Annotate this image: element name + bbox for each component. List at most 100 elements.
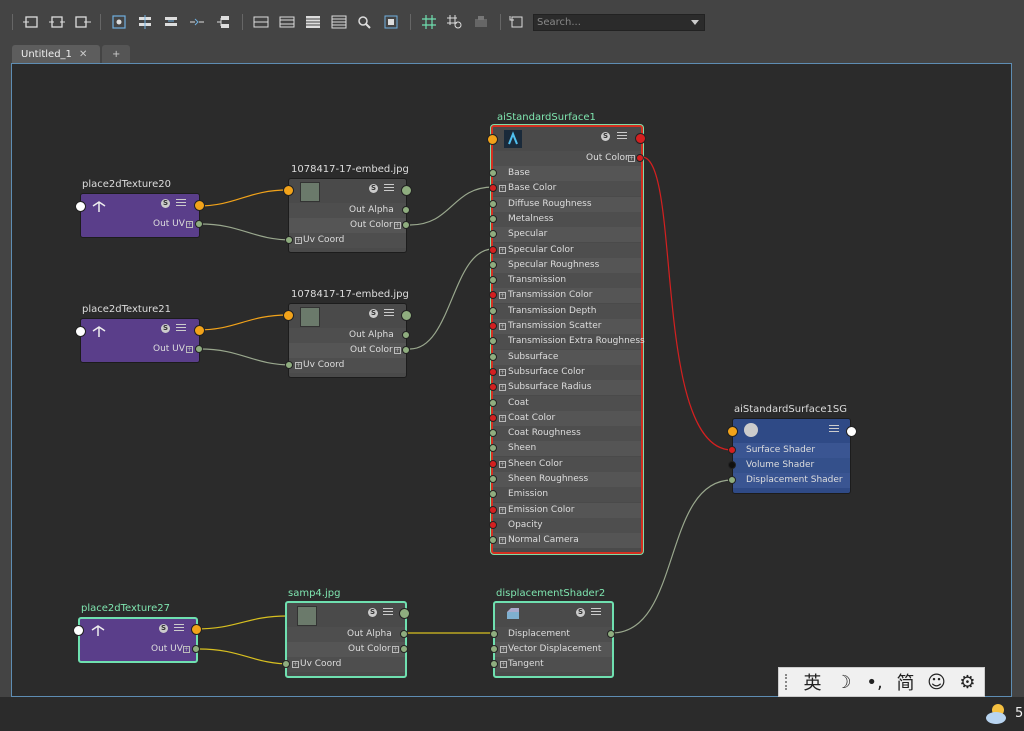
input-port[interactable] — [727, 426, 738, 437]
emoji-icon[interactable]: ☺ — [927, 671, 946, 693]
port-attribute[interactable] — [489, 490, 497, 499]
expand-icon[interactable]: + — [394, 222, 401, 229]
attr-row[interactable]: Opacity — [489, 517, 641, 533]
attr-row[interactable]: Displacement Shader — [728, 473, 850, 488]
full-view-icon[interactable] — [304, 13, 322, 31]
ime-language-toggle[interactable]: 英 — [803, 673, 822, 694]
cloud-moon-icon[interactable] — [984, 703, 1010, 725]
swatch-icon[interactable]: S — [369, 309, 378, 318]
node-file-texture-1[interactable]: S Out Alpha Out Color+ +Uv Coord — [283, 178, 412, 253]
expand-icon[interactable]: + — [183, 646, 190, 653]
swatch-icon[interactable]: S — [159, 624, 168, 633]
attr-row[interactable]: Transmission Depth — [489, 303, 641, 319]
swatch-toggle-icon[interactable] — [382, 13, 400, 31]
port-attribute[interactable] — [489, 520, 497, 529]
remove-from-graph-icon[interactable] — [162, 13, 180, 31]
output-connections-icon[interactable] — [74, 13, 92, 31]
port-attribute[interactable] — [489, 291, 497, 300]
port-out-color[interactable] — [400, 645, 408, 653]
attr-row[interactable]: +Subsurface Radius — [489, 380, 641, 396]
port-tangent[interactable] — [490, 660, 498, 668]
node-search-field[interactable] — [533, 14, 705, 31]
expand-icon[interactable]: + — [499, 414, 506, 422]
port-attribute[interactable] — [489, 260, 497, 269]
expand-icon[interactable]: + — [499, 185, 506, 193]
expand-icon[interactable]: + — [500, 646, 507, 653]
port-uv-coord[interactable] — [285, 361, 293, 369]
attr-row[interactable]: +Uv Coord — [282, 657, 405, 672]
swatch-icon[interactable]: S — [368, 608, 377, 617]
expand-icon[interactable]: + — [394, 347, 401, 354]
port-out-color[interactable] — [402, 346, 410, 354]
swatch-icon[interactable]: S — [601, 132, 610, 141]
expand-icon[interactable]: + — [499, 292, 506, 300]
port-attribute[interactable] — [489, 352, 497, 361]
port-attribute[interactable] — [489, 429, 497, 438]
close-icon[interactable]: ✕ — [79, 48, 88, 60]
port-out-uv[interactable] — [195, 220, 203, 228]
output-port[interactable] — [401, 185, 412, 196]
port-volume-shader[interactable] — [728, 461, 736, 469]
port-out-alpha[interactable] — [402, 331, 410, 339]
port-displacement[interactable] — [490, 630, 498, 638]
simple-view-icon[interactable] — [252, 13, 270, 31]
custom-view-icon[interactable] — [330, 13, 348, 31]
refresh-swatches-icon[interactable] — [508, 13, 526, 31]
port-uv-coord[interactable] — [282, 660, 290, 668]
node-place2dtexture27[interactable]: S Out UV + — [73, 617, 202, 663]
expand-icon[interactable]: + — [295, 237, 302, 244]
port-surface-shader[interactable] — [728, 446, 736, 454]
port-attribute[interactable] — [489, 383, 497, 392]
attr-row[interactable]: +Base Color — [489, 181, 641, 197]
attr-row[interactable]: Out Alpha — [289, 328, 410, 343]
port-attribute[interactable] — [489, 199, 497, 208]
port-attribute[interactable] — [489, 475, 497, 483]
expand-icon[interactable]: + — [499, 506, 506, 514]
attributes-icon[interactable] — [384, 309, 394, 318]
expand-icon[interactable]: + — [292, 661, 299, 668]
port-out-displacement[interactable] — [607, 630, 615, 638]
input-output-connections-icon[interactable] — [48, 13, 66, 31]
node-place2dtexture20[interactable]: S Out UV + — [75, 193, 205, 238]
attr-row[interactable]: +Subsurface Color — [489, 364, 641, 380]
port-out-alpha[interactable] — [402, 206, 410, 214]
attr-row[interactable]: Coat — [489, 395, 641, 411]
expand-icon[interactable]: + — [499, 460, 506, 468]
search-input[interactable] — [534, 15, 690, 30]
expand-icon[interactable]: + — [499, 368, 506, 376]
node-shading-group[interactable]: Surface Shader Volume Shader Displacemen… — [727, 418, 857, 494]
port-out-color[interactable] — [636, 154, 644, 162]
clear-graph-icon[interactable] — [214, 13, 232, 31]
port-attribute[interactable] — [489, 413, 497, 422]
node-place2dtexture21[interactable]: S Out UV + — [75, 318, 205, 363]
add-to-graph-icon[interactable] — [136, 13, 154, 31]
attr-row[interactable]: +Uv Coord — [285, 233, 406, 248]
port-attribute[interactable] — [489, 322, 497, 330]
rearrange-graph-icon[interactable] — [188, 13, 206, 31]
attr-row[interactable]: +Sheen Color — [489, 456, 641, 472]
expand-icon[interactable]: + — [499, 246, 506, 254]
output-port[interactable] — [399, 608, 410, 619]
expand-icon[interactable]: + — [499, 537, 506, 545]
input-port[interactable] — [73, 625, 84, 636]
port-attribute[interactable] — [489, 184, 497, 193]
port-attribute[interactable] — [489, 169, 497, 177]
port-attribute[interactable] — [489, 459, 497, 468]
drag-handle[interactable] — [785, 674, 797, 690]
expand-icon[interactable]: + — [499, 323, 506, 330]
graph-selected-icon[interactable] — [110, 13, 128, 31]
attr-row[interactable]: +Transmission Color — [489, 288, 641, 304]
punctuation-icon[interactable]: •, — [866, 671, 883, 693]
attr-row[interactable]: Out Color+ — [289, 218, 410, 233]
node-editor-canvas[interactable]: place2dTexture20 S Out UV + 1078417-17-e… — [11, 63, 1012, 697]
attr-row[interactable]: +Vector Displacement — [490, 642, 612, 657]
attributes-icon[interactable] — [384, 184, 394, 193]
search-icon[interactable] — [356, 13, 374, 31]
attributes-icon[interactable] — [176, 199, 186, 208]
attr-row[interactable]: Specular Roughness — [489, 257, 641, 273]
attr-row[interactable]: Transmission — [489, 273, 641, 289]
attr-row[interactable]: Subsurface — [489, 349, 641, 365]
port-out-uv[interactable] — [195, 345, 203, 353]
snap-to-grid-icon[interactable] — [446, 13, 464, 31]
port-attribute[interactable] — [489, 276, 497, 285]
